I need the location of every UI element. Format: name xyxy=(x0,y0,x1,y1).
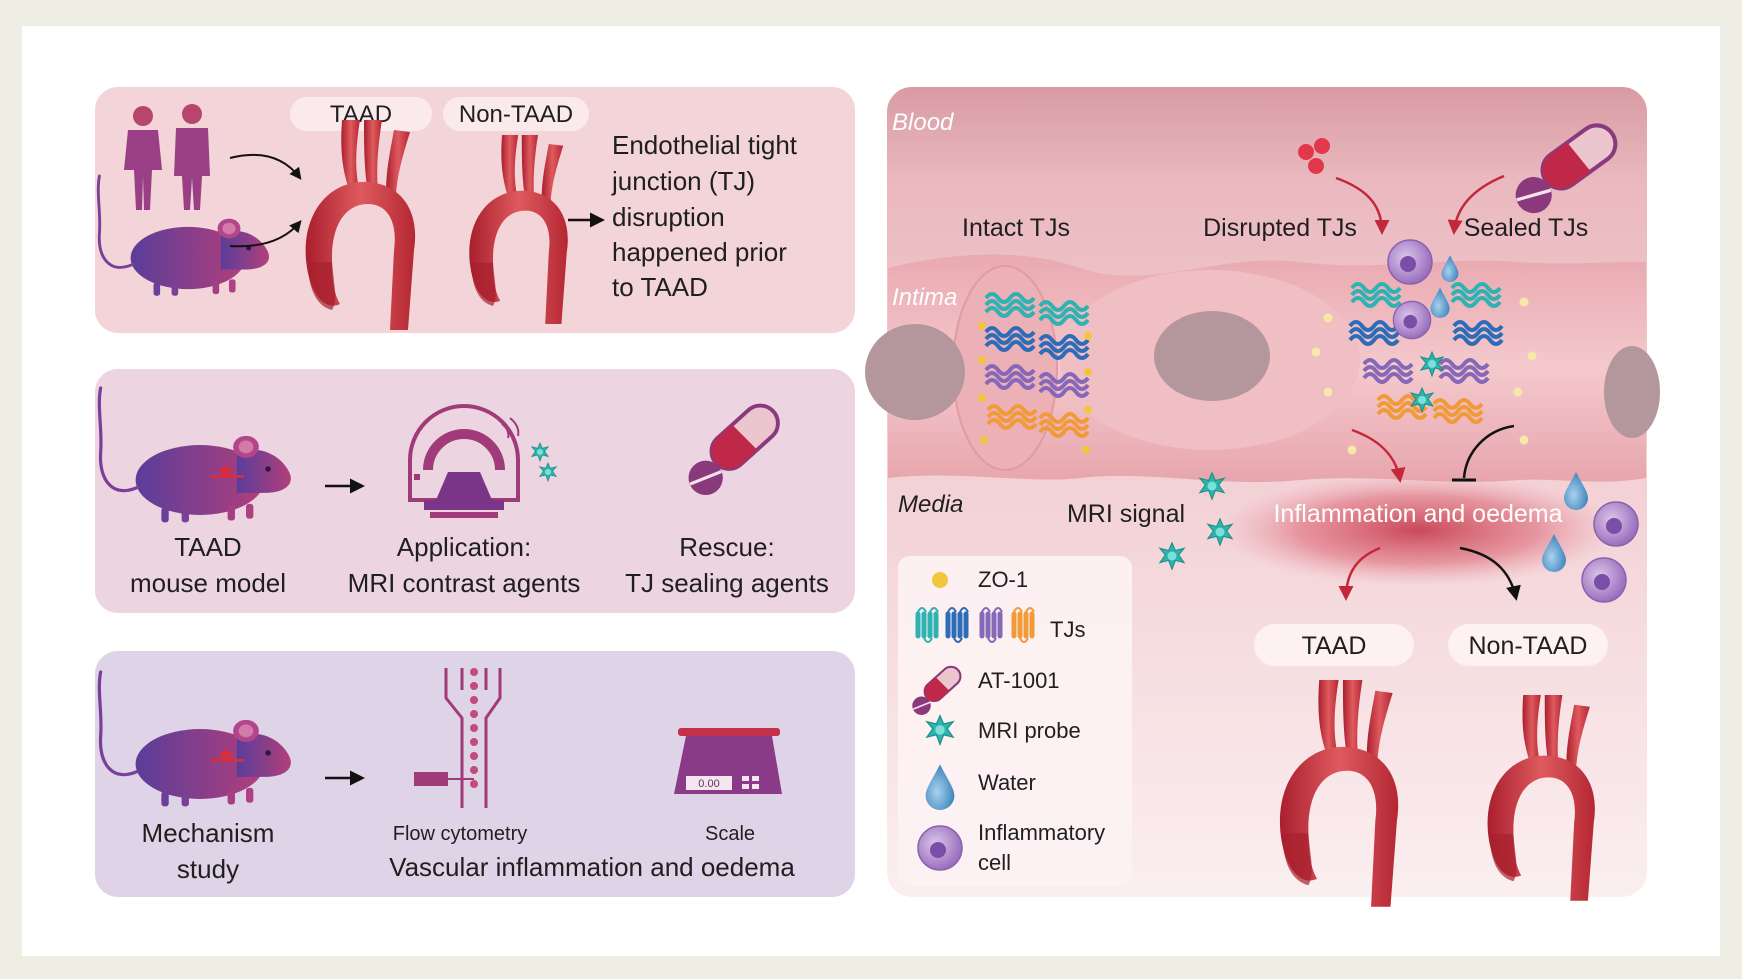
panel1-background xyxy=(89,81,861,339)
finding-line-4: happened prior xyxy=(612,237,787,267)
mechanism-line-2: study xyxy=(177,854,239,884)
circulating-cells-icon xyxy=(1298,138,1330,174)
mri-signal-label: MRI signal xyxy=(1067,500,1185,528)
intima-label: Intima xyxy=(892,284,957,311)
media-label: Media xyxy=(898,491,963,518)
panel-mri-application: TAAD mouse model Application: MRI contra… xyxy=(89,363,861,619)
scale-label: Scale xyxy=(705,823,755,845)
panel-tj-mechanism: Blood Intima Media Intact TJs Disrupted … xyxy=(865,81,1660,907)
legend-water: Water xyxy=(978,770,1036,795)
cell-nucleus xyxy=(1604,346,1660,438)
inflammation-region xyxy=(1218,474,1618,586)
rescue-line-2: TJ sealing agents xyxy=(625,568,829,598)
mri-scanner-icon xyxy=(408,404,520,518)
non-taad-outcome-label: Non-TAAD xyxy=(1468,632,1587,660)
finding-line-5: to TAAD xyxy=(612,272,708,302)
taad-mouse-icon xyxy=(97,670,293,808)
flow-cytometry-label: Flow cytometry xyxy=(393,823,527,845)
non-taad-outcome-pill xyxy=(1448,624,1608,666)
inflammatory-cell-icon xyxy=(1581,557,1627,603)
human-figures-icon xyxy=(124,104,210,210)
legend-at1001: AT-1001 xyxy=(978,668,1060,693)
finding-line-1: Endothelial tight xyxy=(612,130,798,160)
intact-tjs-label: Intact TJs xyxy=(962,214,1070,242)
finding-line-3: disruption xyxy=(612,202,725,232)
blood-label: Blood xyxy=(892,109,954,136)
taad-outcome-label: TAAD xyxy=(1302,632,1367,660)
arrow-icon xyxy=(1459,546,1521,601)
inflammatory-cell-icon xyxy=(917,825,963,871)
sealed-tjs-label: Sealed TJs xyxy=(1464,214,1589,242)
label-taad: TAAD xyxy=(330,101,392,128)
legend-mri-probe: MRI probe xyxy=(978,718,1081,743)
arrow-icon xyxy=(1335,176,1390,235)
cell-nucleus xyxy=(865,324,965,420)
arrow-icon xyxy=(1447,174,1505,235)
inflammatory-cell-icon xyxy=(1593,501,1639,547)
arrow-icon xyxy=(1351,428,1406,483)
cell-nucleus xyxy=(1154,311,1270,401)
taad-outcome-pill xyxy=(1254,624,1414,666)
vascular-caption: Vascular inflammation and oedema xyxy=(389,852,795,882)
disrupted-tjs-label: Disrupted TJs xyxy=(1203,214,1357,242)
inflammatory-cell-icon xyxy=(1387,239,1433,285)
flow-cytometry-icon xyxy=(414,668,502,808)
legend: ZO-1 TJs AT-1001 MRI probe Water Inflamm… xyxy=(898,556,1132,886)
label-non-taad: Non-TAAD xyxy=(459,101,573,128)
legend-inflammatory-1: Inflammatory xyxy=(978,820,1105,845)
arrow-icon xyxy=(1338,546,1381,601)
zo1-icon xyxy=(932,572,948,588)
legend-box xyxy=(898,556,1132,886)
panel3-background xyxy=(89,645,861,903)
application-line-1: Application: xyxy=(397,532,531,562)
panel-mechanism: 0.00 Mechanism study Flow cytometry Scal… xyxy=(89,645,861,903)
arrow-icon xyxy=(229,220,302,248)
disrupted-tj-cluster xyxy=(1311,239,1537,455)
rescue-line-1: Rescue: xyxy=(679,532,774,562)
inflammation-label: Inflammation and oedema xyxy=(1273,500,1562,528)
arrow-icon xyxy=(229,154,302,180)
intact-tj-cluster xyxy=(978,292,1092,454)
inhibit-line-icon xyxy=(1462,424,1515,479)
taad-mouse-icon xyxy=(97,386,293,524)
mechanism-line-1: Mechanism xyxy=(142,818,275,848)
model-line-1: TAAD xyxy=(174,532,241,562)
scale-display: 0.00 xyxy=(698,778,719,790)
legend-inflammatory-2: cell xyxy=(978,850,1011,875)
endothelial-cell xyxy=(952,265,1058,471)
non-taad-label-pill xyxy=(443,97,589,131)
inflammatory-cell-icon xyxy=(1392,300,1432,340)
panel-taad-timing: TAAD Non-TAAD Endothelial tight junction… xyxy=(89,81,861,339)
legend-tjs: TJs xyxy=(1050,617,1085,642)
finding-line-2: junction (TJ) xyxy=(611,166,755,196)
model-line-2: mouse model xyxy=(130,568,286,598)
taad-label-pill xyxy=(290,97,432,131)
application-line-2: MRI contrast agents xyxy=(348,568,581,598)
scale-icon: 0.00 xyxy=(674,728,782,794)
legend-zo1: ZO-1 xyxy=(978,567,1028,592)
